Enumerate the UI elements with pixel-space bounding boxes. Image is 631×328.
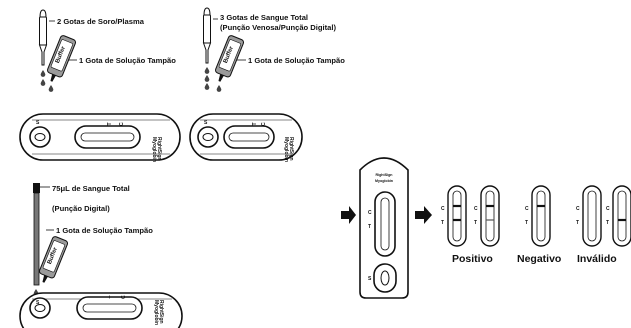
control-mark: C: [474, 206, 478, 212]
well-mark: S: [36, 120, 40, 126]
control-mark: C: [525, 206, 529, 212]
control-mark: C: [576, 206, 580, 212]
product-text: Myoglobin: [283, 137, 289, 162]
test-mark: T: [107, 122, 113, 125]
buffer-bottle: Buffer: [38, 236, 69, 283]
buffer-bottle: Buffer: [46, 35, 77, 82]
control-mark: C: [368, 210, 372, 216]
capillary-instruction-line1: 75μL de Sangue Total: [52, 184, 130, 193]
test-mark: T: [368, 224, 371, 230]
buffer-instruction: 1 Gota de Solução Tampão: [248, 56, 345, 65]
brand-text: RightSign: [158, 300, 164, 324]
result-label-negative: Negativo: [517, 253, 561, 265]
test-mark: T: [525, 220, 528, 226]
sample-well: [29, 126, 51, 148]
test-mark: T: [576, 220, 579, 226]
buffer-instruction: 1 Gota de Solução Tampão: [79, 56, 176, 65]
sample-well: [197, 126, 219, 148]
capillary-instruction-line2: (Punção Digital): [52, 204, 110, 213]
brand-text: RightSign: [376, 173, 393, 177]
result-strip-positive-2: C T: [474, 185, 500, 247]
result-label-positive: Positivo: [452, 253, 493, 265]
well-mark: S: [204, 120, 208, 126]
brand-text: RightSign: [288, 137, 294, 161]
result-label-invalid: Inválido: [577, 253, 617, 265]
sample-well: [373, 263, 397, 293]
control-mark: C: [441, 206, 445, 212]
control-mark: C: [121, 295, 127, 299]
buffer-bottle: Buffer: [214, 35, 245, 82]
test-mark: T: [109, 295, 115, 298]
product-text: Myoglobin: [153, 300, 159, 325]
capillary-tube: [33, 183, 40, 286]
product-text: Myoglobin: [375, 179, 393, 183]
result-strip-invalid-1: C T: [576, 185, 602, 247]
control-mark: C: [119, 122, 125, 126]
panel-whole-blood-venous: 3 Gotas de Sangue Total (Punção Venosa/P…: [189, 7, 345, 162]
test-cassette: S T C RightSign Myoglobin: [19, 292, 183, 328]
test-cassette: S T C RightSign Myoglobin: [19, 113, 181, 162]
result-strip-positive-1: C T: [441, 185, 467, 247]
well-mark: S: [368, 276, 372, 282]
control-mark: C: [606, 206, 610, 212]
result-strip-negative: C T: [525, 185, 551, 247]
result-strip-invalid-2: C T: [606, 185, 631, 247]
arrow-icon: [415, 206, 432, 224]
dropper-instruction: 2 Gotas de Soro/Plasma: [57, 17, 145, 26]
dropper-instruction-line1: 3 Gotas de Sangue Total: [220, 13, 308, 22]
test-mark: T: [606, 220, 609, 226]
test-mark: T: [474, 220, 477, 226]
dropper-instruction-line2: (Punção Venosa/Punção Digital): [220, 23, 337, 32]
dropper-pipette: [39, 9, 47, 66]
brand-text: RightSign: [156, 137, 162, 161]
sample-well: [29, 297, 51, 319]
panel-whole-blood-fingerstick: 75μL de Sangue Total (Punção Digital) Bu…: [19, 183, 183, 328]
panel-serum-plasma: 2 Gotas de Soro/Plasma Buffer 1 Gota de …: [19, 9, 181, 162]
buffer-instruction: 1 Gota de Solução Tampão: [56, 226, 153, 235]
test-cassette: S T C RightSign Myoglobin: [189, 113, 303, 162]
product-text: Myoglobin: [151, 137, 157, 162]
test-mark: T: [441, 220, 444, 226]
vertical-test-cassette: RightSign Myoglobin C T S: [359, 157, 409, 299]
sample-drops: [204, 67, 210, 90]
well-mark: S: [36, 300, 40, 306]
dropper-pipette: [203, 7, 211, 64]
control-mark: C: [261, 122, 267, 126]
test-mark: T: [252, 122, 258, 125]
sample-drops: [40, 70, 46, 86]
arrow-icon: [341, 206, 356, 224]
